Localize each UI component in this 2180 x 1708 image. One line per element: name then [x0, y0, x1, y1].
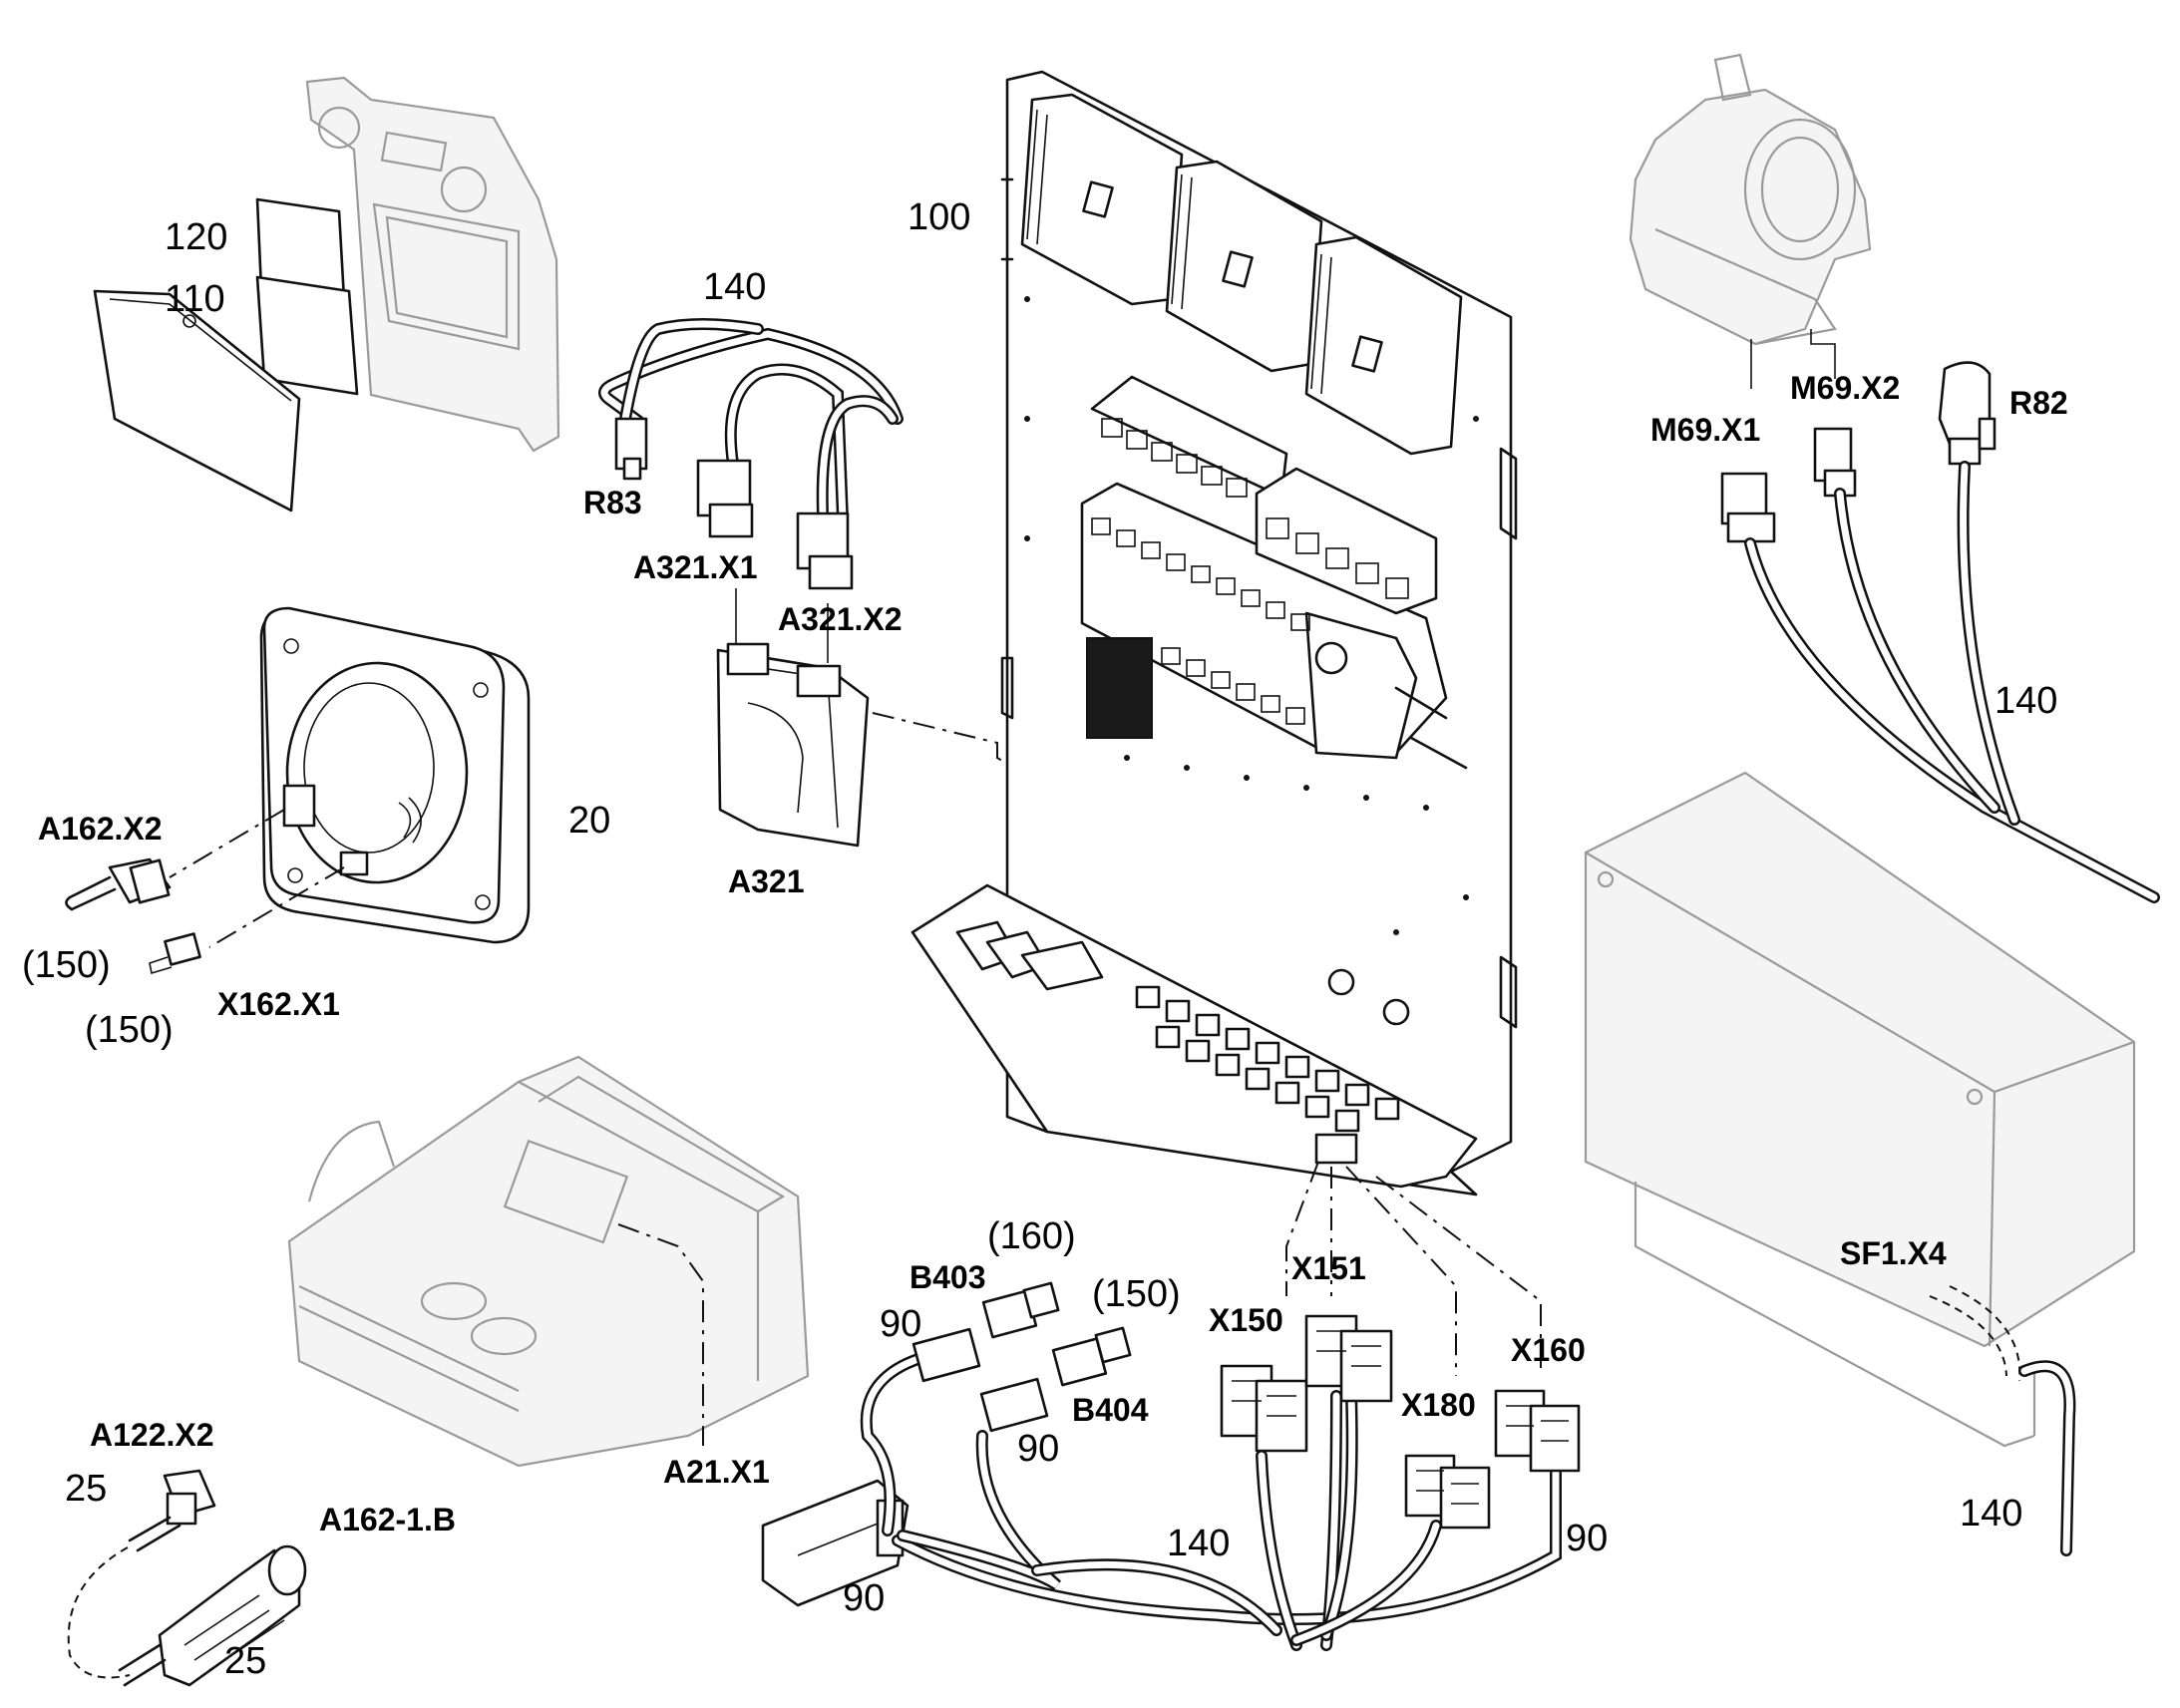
panel-mounting-holes	[1024, 296, 1479, 935]
connector-x162-x1	[149, 932, 201, 975]
label-x151: X151	[1291, 1250, 1366, 1286]
connector-m69-x1	[1720, 472, 1776, 543]
label-a162-x2: A162.X2	[38, 811, 163, 847]
label-m69-x1: M69.X1	[1650, 412, 1760, 448]
label-20: 20	[568, 800, 610, 842]
sensor-r82	[1938, 361, 1997, 466]
module-a321	[716, 642, 870, 848]
harness-140-top	[598, 318, 904, 590]
label-140-box: 140	[1960, 1493, 2022, 1535]
shelf-connectors	[955, 920, 1410, 1165]
seal-110	[255, 275, 359, 396]
label-100: 100	[908, 196, 970, 238]
connector-m69-x2	[1813, 427, 1857, 498]
label-x162-x1: X162.X1	[217, 986, 340, 1022]
label-140-top: 140	[703, 266, 766, 308]
sensor-a122-x2	[128, 1469, 216, 1552]
label-a321: A321	[728, 863, 805, 899]
connector-a162-x2	[65, 857, 172, 911]
label-b403: B403	[909, 1259, 986, 1295]
harness-140-box	[2018, 1360, 2076, 1556]
label-a21-x1: A21.X1	[663, 1454, 770, 1490]
harness-90-bottom	[860, 1350, 1562, 1651]
label-x160: X160	[1511, 1332, 1586, 1368]
connector-x160	[1494, 1389, 1581, 1473]
display-unit-20	[259, 606, 531, 944]
label-a122-x2: A122.X2	[90, 1417, 214, 1453]
label-140-bottom: 140	[1167, 1523, 1230, 1564]
label-110: 110	[165, 278, 225, 320]
hvac-unit	[287, 1055, 810, 1468]
connector-x151	[1304, 1314, 1393, 1403]
label-140-right: 140	[1995, 680, 2057, 722]
connector-x150	[1220, 1364, 1308, 1453]
label-160: (160)	[987, 1215, 1076, 1257]
label-a321-x1: A321.X1	[633, 549, 758, 585]
label-150-b: (150)	[85, 1009, 174, 1051]
label-a321-x2: A321.X2	[778, 601, 903, 637]
relay-fuse-board	[1080, 375, 1468, 770]
label-90-b403: 90	[880, 1303, 921, 1345]
connector-b404	[979, 1326, 1132, 1433]
label-x180: X180	[1401, 1387, 1476, 1423]
sensor-a162-1-b	[118, 1544, 307, 1687]
label-b404: B404	[1072, 1392, 1149, 1428]
label-m69-x2: M69.X2	[1790, 370, 1900, 406]
label-25-a: 25	[65, 1468, 107, 1510]
label-sf1-x4: SF1.X4	[1840, 1235, 1947, 1271]
label-90-b404: 90	[1017, 1428, 1059, 1470]
cover-plate	[93, 289, 301, 512]
part-labels: 100 120 110 140 R83 A321.X1 A321.X2 A321…	[22, 196, 2068, 1682]
control-panel-housing	[305, 76, 560, 453]
housing-box-sf1	[1584, 771, 2136, 1448]
actuator-m69	[1629, 53, 1872, 346]
label-90-right: 90	[1566, 1518, 1608, 1559]
connector-b403	[911, 1281, 1060, 1383]
label-150-c: (150)	[1092, 1273, 1181, 1315]
harness-140-bottom	[1256, 1390, 1442, 1651]
label-x150: X150	[1209, 1302, 1283, 1338]
label-a162-1-b: A162-1.B	[319, 1502, 456, 1537]
label-r83: R83	[583, 485, 642, 520]
label-90-bottom: 90	[843, 1577, 885, 1619]
connector-x180	[1404, 1454, 1491, 1530]
label-r82: R82	[2009, 385, 2068, 421]
panel-modules	[1020, 93, 1463, 456]
label-120: 120	[165, 216, 227, 258]
label-25-b: 25	[224, 1640, 266, 1682]
harness-140-right	[1744, 461, 2160, 903]
label-150-a: (150)	[22, 944, 111, 986]
